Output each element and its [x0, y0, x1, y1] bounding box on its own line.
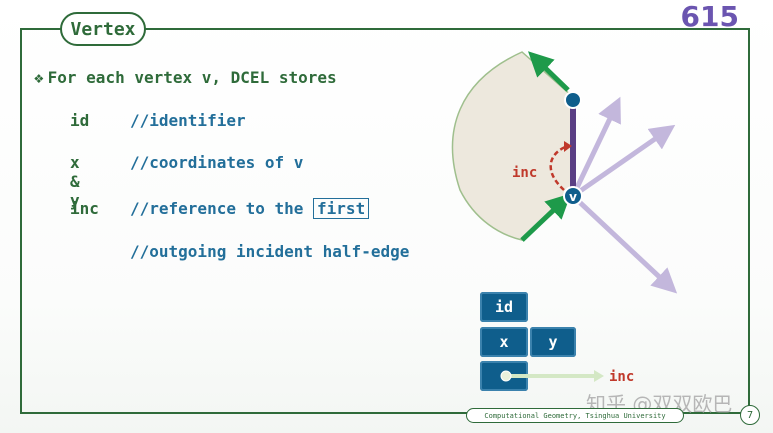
field-name: inc: [70, 199, 99, 218]
inc-arc-head: [564, 141, 572, 152]
endpoint-node: [564, 91, 582, 109]
footer-slide-index: 7: [740, 405, 760, 425]
field-name: id: [70, 111, 90, 130]
field-comment: //reference to the first: [130, 198, 370, 219]
field-comment: //outgoing incident half-edge: [130, 242, 410, 261]
record-x-box: x: [480, 327, 528, 357]
inc-arc: [549, 144, 569, 191]
footer-label: Computational Geometry, Tsinghua Univers…: [466, 408, 684, 423]
field-comment: //coordinates of v: [130, 153, 304, 172]
slide-title: Vertex: [60, 12, 146, 46]
green-arrow-bottom: [520, 193, 572, 242]
intro-text: For each vertex v, DCEL stores: [47, 68, 337, 87]
boxed-first: first: [313, 198, 370, 219]
record-id-box: id: [480, 292, 528, 322]
field-name: x & y: [70, 153, 80, 210]
slide-frame: [20, 28, 750, 414]
vertex-label: v: [569, 190, 577, 204]
intro-line: ❖For each vertex v, DCEL stores: [34, 68, 337, 87]
page-number: 615: [680, 0, 739, 33]
half-edge-arrow: [571, 124, 676, 199]
comment-text: //reference to the: [130, 199, 314, 218]
green-arrow-top: [528, 51, 570, 92]
record-inc-label: inc: [609, 369, 634, 385]
record-y-box: y: [530, 327, 576, 357]
pointer-arrow-icon: [594, 370, 604, 382]
inc-label: inc: [512, 165, 537, 181]
record-inc-pointer: inc: [500, 369, 634, 385]
half-edge-arrow: [571, 194, 678, 294]
vertex-diagram: inc v: [451, 51, 678, 294]
diamond-bullet-icon: ❖: [34, 68, 44, 87]
half-edge-arrow: [570, 96, 621, 198]
face-region: [451, 51, 574, 241]
vertex-node: [563, 186, 583, 206]
pointer-dot: [500, 370, 512, 382]
field-comment: //identifier: [130, 111, 246, 130]
